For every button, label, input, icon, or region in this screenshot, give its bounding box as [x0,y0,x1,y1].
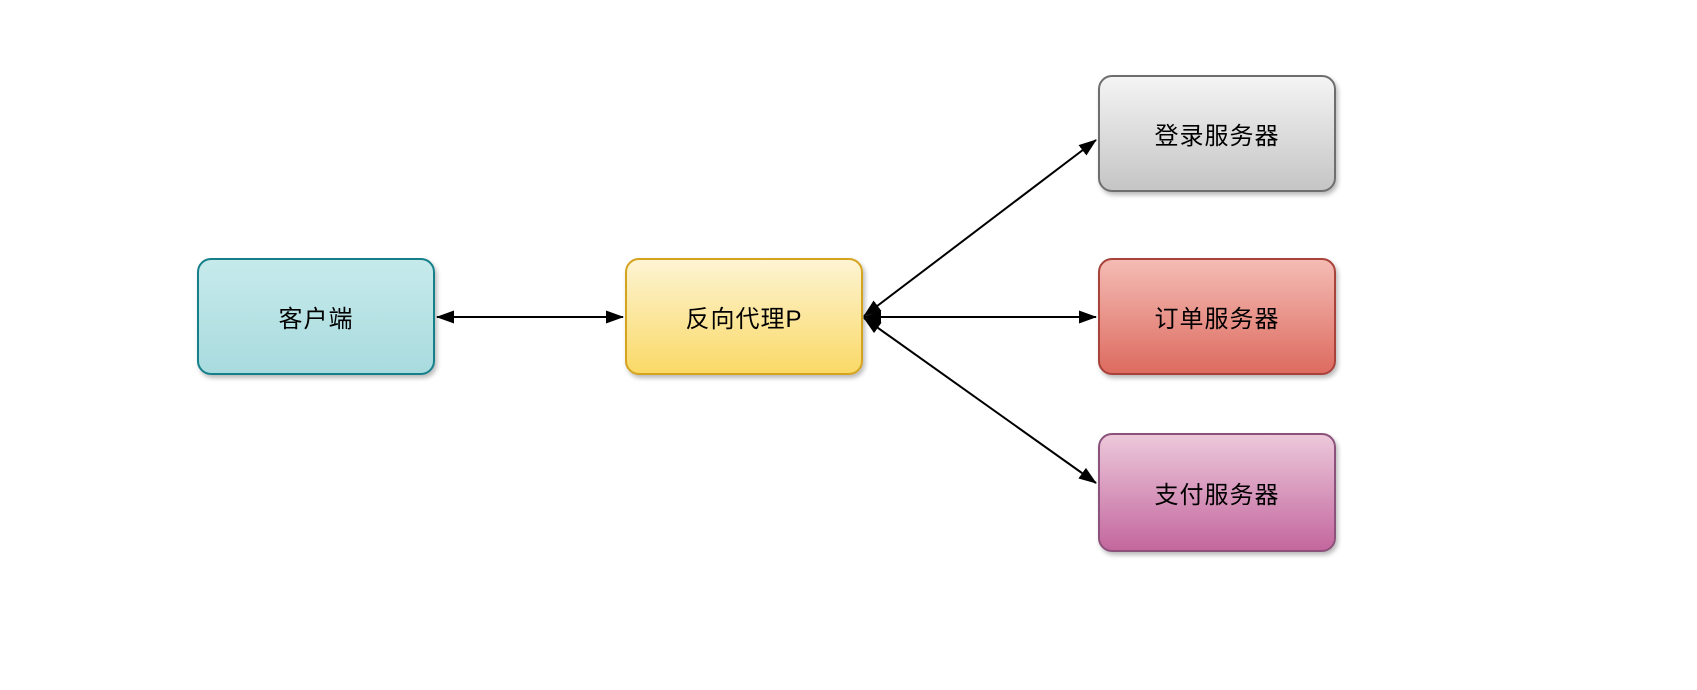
node-login-server[interactable]: 登录服务器 [1098,75,1336,192]
node-client-label: 客户端 [278,306,354,333]
edge-proxy-payment [863,317,1097,484]
node-login-server-label: 登录服务器 [1154,123,1280,150]
node-reverse-proxy-label: 反向代理P [685,306,803,333]
node-order-server-label: 订单服务器 [1154,306,1280,333]
node-reverse-proxy[interactable]: 反向代理P [625,258,863,375]
node-payment-server-label: 支付服务器 [1154,482,1280,509]
node-client[interactable]: 客户端 [197,258,435,375]
node-payment-server[interactable]: 支付服务器 [1098,433,1336,552]
node-order-server[interactable]: 订单服务器 [1098,258,1336,375]
edge-proxy-login [863,139,1097,317]
